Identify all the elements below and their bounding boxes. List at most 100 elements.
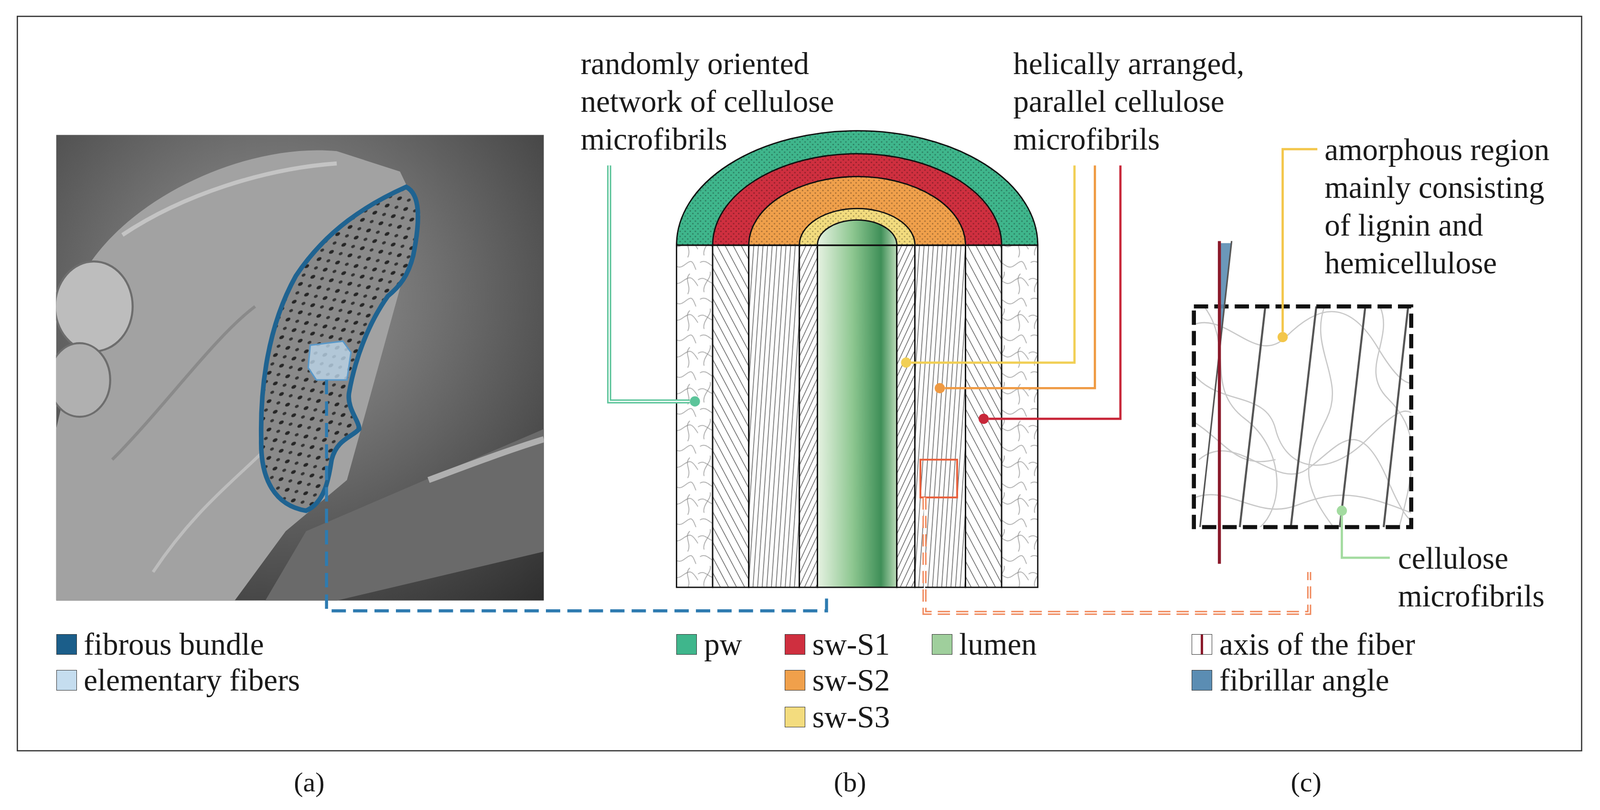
legend-holder: axis of the fiber — [1219, 625, 1416, 663]
elementary-fiber-marker — [308, 341, 352, 380]
callout-label: helically arranged, parallel cellulose m… — [1013, 44, 1264, 159]
leader-lines — [924, 497, 1310, 613]
detail-leaders — [1336, 505, 1347, 516]
fiber-wall-rings — [676, 130, 1038, 246]
legend-text: axis of the fiber — [1219, 625, 1416, 663]
legend-swatch — [56, 669, 77, 691]
fiber-wall-rings — [817, 219, 897, 246]
label-holder: (b) — [833, 762, 867, 801]
detail-leaders — [1277, 331, 1288, 342]
sem-micrograph — [56, 342, 111, 417]
legend-swatch — [1191, 669, 1213, 691]
panel-caption: (b) — [833, 762, 867, 801]
detail-leaders — [1282, 149, 1318, 332]
legend-text: lumen — [959, 625, 1037, 663]
fiber-cut-face — [676, 245, 713, 587]
panel-caption: (c) — [1290, 762, 1322, 801]
leader-lines — [934, 383, 945, 394]
amorphous-matrix — [1194, 418, 1276, 462]
leader-lines — [911, 165, 1075, 363]
amorphous-matrix — [1194, 311, 1412, 384]
legend-text: elementary fibers — [83, 661, 300, 699]
legend-swatch — [784, 633, 806, 655]
label-holder: cellulose microfibrils — [1397, 539, 1562, 615]
leader-lines — [978, 413, 989, 424]
fiber-axis — [1217, 240, 1221, 564]
label-holder: (a) — [293, 762, 325, 801]
leader-lines — [901, 357, 912, 368]
sem-micrograph — [56, 261, 133, 352]
leader-lines — [988, 165, 1121, 419]
amorphous-matrix — [1194, 494, 1412, 516]
fiber-cut-face — [1001, 245, 1038, 587]
fiber-cut-face — [817, 245, 897, 587]
legend-swatch — [676, 633, 697, 655]
fiber-wall-rings — [676, 130, 1038, 246]
fiber-cut-face — [676, 245, 1038, 587]
amorphous-matrix — [1376, 306, 1412, 527]
legend-holder: sw-S2 — [812, 661, 891, 699]
detail-frame — [1194, 306, 1412, 527]
legend-text: sw-S2 — [812, 661, 891, 699]
leader-lines — [924, 497, 1310, 613]
fiber-cut-face — [896, 245, 916, 587]
fiber-wall-rings — [799, 208, 916, 246]
outer-frame — [17, 16, 1582, 751]
legend-text: sw-S1 — [812, 625, 891, 663]
leader-lines — [608, 165, 690, 402]
legend-holder: sw-S3 — [812, 697, 891, 736]
panel-caption: (a) — [293, 762, 325, 801]
fiber-cut-face — [965, 245, 1003, 587]
fiber-cut-face — [748, 245, 800, 587]
amorphous-matrix — [1204, 306, 1278, 527]
sem-micrograph — [56, 134, 544, 601]
legend-holder: pw — [704, 625, 742, 663]
label-holder: randomly oriented network of cellulose m… — [580, 44, 857, 159]
legend-text: fibrous bundle — [83, 625, 264, 663]
fiber-wall-rings — [748, 176, 966, 246]
cellulose-microfibrils — [1383, 306, 1408, 527]
microfibril-direction — [1200, 240, 1232, 527]
legend-holder: sw-S1 — [812, 625, 891, 663]
label-holder: (c) — [1290, 762, 1322, 801]
legend-swatch — [931, 633, 953, 655]
fibrous-bundle-outline — [261, 186, 418, 511]
detail-leaders — [1341, 515, 1390, 558]
leader-lines — [689, 395, 700, 406]
fiber-wall-rings — [748, 176, 966, 246]
cellulose-microfibrils — [1239, 306, 1409, 527]
fiber-wall-rings — [676, 130, 1038, 246]
cellulose-microfibrils — [1239, 306, 1266, 527]
leader-lines — [608, 165, 690, 402]
fiber-cut-face — [799, 245, 818, 587]
fiber-wall-rings — [712, 153, 1002, 246]
sem-micrograph — [122, 163, 337, 235]
legend-swatch — [784, 706, 806, 727]
axis-line — [1200, 634, 1204, 654]
sem-micrograph — [261, 186, 418, 511]
leader-lines — [920, 459, 958, 498]
fiber-wall-rings — [712, 153, 1002, 246]
cellulose-microfibrils — [1290, 306, 1317, 527]
callout-label: randomly oriented network of cellulose m… — [580, 44, 857, 159]
legend-holder: fibrillar angle — [1219, 661, 1390, 699]
callout-label: amorphous region mainly consisting of li… — [1324, 130, 1566, 282]
sem-micrograph — [152, 448, 266, 572]
legend-text: fibrillar angle — [1219, 661, 1390, 699]
sem-micrograph — [428, 438, 544, 480]
fiber-wall-rings — [799, 208, 916, 246]
label-holder: amorphous region mainly consisting of li… — [1324, 130, 1566, 282]
legend-holder: lumen — [959, 625, 1037, 663]
fiber-cut-face — [712, 245, 749, 587]
axis-symbol — [1191, 633, 1213, 655]
legend-holder: elementary fibers — [83, 661, 300, 699]
leader-lines — [608, 165, 1310, 613]
callout-label: cellulose microfibrils — [1397, 539, 1562, 615]
label-holder: helically arranged, parallel cellulose m… — [1013, 44, 1264, 159]
legend-swatch — [56, 633, 77, 655]
amorphous-matrix — [1194, 306, 1412, 527]
leader-lines — [944, 165, 1095, 388]
cellulose-microfibrils — [1339, 306, 1366, 527]
sem-micrograph — [56, 134, 544, 601]
